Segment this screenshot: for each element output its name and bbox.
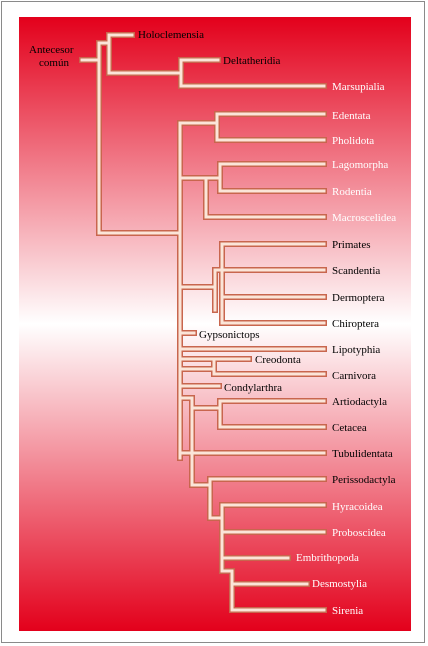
taxon-dermoptera: Dermoptera: [332, 292, 385, 304]
taxon-lipotyphia: Lipotyphia: [332, 344, 380, 356]
root-label-line1: Antecesor: [29, 44, 74, 56]
taxon-lagomorpha: Lagomorpha: [332, 159, 388, 171]
branches: [79, 32, 327, 613]
taxon-sirenia: Sirenia: [332, 605, 363, 617]
taxon-holoclemensia: Holoclemensia: [138, 29, 204, 41]
taxon-chiroptera: Chiroptera: [332, 318, 379, 330]
labels: Antecesor común Holoclemensia Deltatheri…: [29, 29, 396, 617]
taxon-condylarthra: Condylarthra: [224, 382, 282, 394]
taxon-edentata: Edentata: [332, 110, 371, 122]
taxon-tubulidentata: Tubulidentata: [332, 448, 393, 460]
taxon-rodentia: Rodentia: [332, 186, 372, 198]
root-label-line2: común: [39, 57, 69, 69]
taxon-creodonta: Creodonta: [255, 354, 301, 366]
taxon-artiodactyla: Artiodactyla: [332, 396, 387, 408]
taxon-perissodactyla: Perissodactyla: [332, 474, 396, 486]
taxon-macroscelidea: Macroscelidea: [332, 212, 396, 224]
taxon-marsupialia: Marsupialia: [332, 81, 385, 93]
taxon-deltatheridia: Deltatheridia: [223, 55, 281, 67]
taxon-proboscidea: Proboscidea: [332, 527, 386, 539]
taxon-hyracoidea: Hyracoidea: [332, 501, 383, 513]
taxon-carnivora: Carnivora: [332, 370, 376, 382]
taxon-scandentia: Scandentia: [332, 265, 380, 277]
taxon-cetacea: Cetacea: [332, 422, 367, 434]
taxon-embrithopoda: Embrithopoda: [296, 552, 359, 564]
taxon-gypsonictops: Gypsonictops: [199, 329, 260, 341]
taxon-pholidota: Pholidota: [332, 135, 374, 147]
taxon-desmostylia: Desmostylia: [312, 578, 367, 590]
taxon-primates: Primates: [332, 239, 371, 251]
